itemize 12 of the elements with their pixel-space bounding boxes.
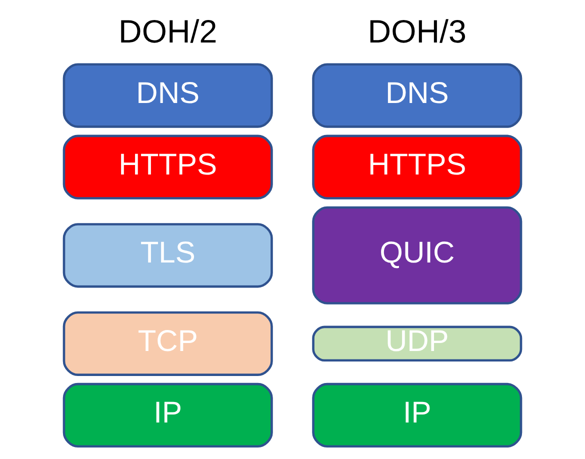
node-box: QUIC	[312, 206, 522, 304]
label: DOH/2	[118, 12, 218, 49]
node-box: TLS	[62, 222, 273, 288]
node-box: DNS	[312, 62, 522, 128]
node-box: IP	[62, 382, 273, 448]
node-box: UDP	[312, 325, 522, 362]
label: DOH/3	[368, 12, 466, 49]
node-box: HTTPS	[62, 134, 273, 199]
node-box: TCP	[62, 310, 273, 376]
node-box: HTTPS	[312, 134, 522, 199]
node-box: IP	[312, 382, 522, 448]
node-box: DNS	[62, 62, 273, 128]
